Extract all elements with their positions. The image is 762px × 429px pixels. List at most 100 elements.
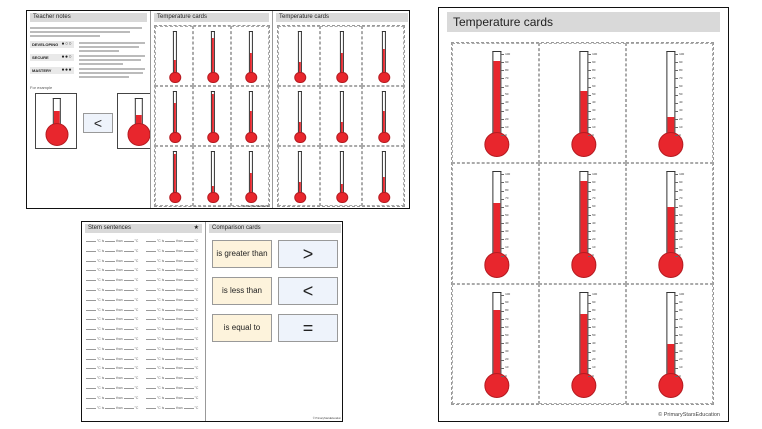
scale-tick <box>675 359 679 361</box>
scale-tick <box>501 102 505 104</box>
thermometer <box>336 91 348 143</box>
scale-label: 10 <box>592 245 596 250</box>
scale-tick <box>501 174 505 176</box>
thermometer-tube <box>210 91 216 135</box>
scale-label: 10 <box>505 124 509 129</box>
mercury-fill <box>340 183 344 195</box>
blank-line <box>86 327 96 331</box>
scale-label: 80 <box>592 308 596 313</box>
stem-word: °C <box>193 356 199 361</box>
stem-sentence-row: °C is than °C <box>86 327 138 331</box>
scale-tick <box>588 190 592 192</box>
scale-label: 80 <box>679 308 683 313</box>
blank-line <box>123 386 134 389</box>
blank-line <box>165 259 176 262</box>
stem-word: than <box>175 268 184 273</box>
scale-tick <box>675 294 679 296</box>
blank-line <box>105 239 116 242</box>
scale-tick <box>675 310 679 312</box>
scale-tick <box>588 319 592 321</box>
thermometer-card <box>278 146 320 206</box>
stem-word: °C <box>193 258 199 263</box>
copyright-text: © PrimaryStarsEducation <box>312 417 341 420</box>
stem-word: °C <box>133 278 139 283</box>
scale-label: 20 <box>592 116 596 121</box>
stem-sentence-row: °C is than °C <box>146 308 198 312</box>
stem-word: °C is <box>156 376 166 381</box>
blank-line <box>123 259 134 262</box>
stem-word: °C <box>193 376 199 381</box>
blank-line <box>105 347 116 350</box>
stem-word: °C <box>193 386 199 390</box>
scale-label: 90 <box>592 59 596 64</box>
stem-word: °C is <box>96 278 106 283</box>
stem-sentence-row: °C is than °C <box>146 357 198 361</box>
blank-line <box>86 357 96 360</box>
blank-line <box>146 298 156 301</box>
scale-tick <box>588 351 592 353</box>
scale-tick <box>501 343 505 345</box>
blank-line <box>105 249 116 252</box>
scale-tick <box>501 239 505 241</box>
blank-line <box>183 396 194 399</box>
stem-word: °C is <box>156 248 166 253</box>
stem-word: °C <box>133 405 139 410</box>
scale-label: 20 <box>505 357 509 362</box>
scale-tick <box>675 135 679 137</box>
scale-tick <box>675 94 679 96</box>
blank-line <box>105 357 116 360</box>
scale-label: 40 <box>592 340 596 345</box>
scale-label: 70 <box>679 196 683 201</box>
stem-word: °C is <box>96 239 106 243</box>
stem-sentence-row: °C is than °C <box>146 386 198 390</box>
scale-tick <box>588 343 592 345</box>
stem-word: °C <box>193 288 199 292</box>
blank-line <box>105 278 116 282</box>
thermometer-bulb <box>169 71 181 83</box>
stem-word: than <box>175 356 184 361</box>
blank-line <box>165 268 176 272</box>
stem-sentence-row: °C is than °C <box>86 249 138 253</box>
temp-cards-1-title: Temperature cards <box>154 13 269 22</box>
scale-tick <box>588 231 592 233</box>
scale-label: 0 <box>592 132 594 137</box>
mercury-fill <box>382 177 386 195</box>
stem-word: °C <box>133 327 139 332</box>
blank-line <box>165 376 176 380</box>
scale-tick <box>675 327 679 329</box>
stem-word: °C is <box>156 346 166 351</box>
scale-tick <box>588 359 592 361</box>
page-comparison-cards: Comparison cards is greater than > is le… <box>206 222 342 421</box>
card-greater-than-symbol: > <box>278 240 338 268</box>
stem-word: °C is <box>96 386 106 390</box>
stem-sentence-row: °C is than °C <box>146 347 198 351</box>
stem-word: than <box>175 376 184 381</box>
blank-line <box>105 268 116 272</box>
scale-tick <box>588 135 592 137</box>
scale-tick <box>588 367 592 369</box>
stem-word: °C is <box>96 376 106 381</box>
blank-line <box>146 337 156 340</box>
thermometer-card <box>362 86 404 146</box>
scale-label: 80 <box>505 67 509 72</box>
scale-tick <box>501 351 505 353</box>
scale-label: 10 <box>505 245 509 250</box>
scale-tick <box>675 335 679 337</box>
stem-word: °C <box>133 268 139 273</box>
page-teacher-notes: Teacher notes DEVELOPING●○○ SECURE●●○ MA… <box>27 11 151 208</box>
thermometer <box>207 31 219 83</box>
scale-label: 70 <box>679 75 683 80</box>
blank-line <box>123 298 134 301</box>
scale-tick <box>675 198 679 200</box>
mercury-fill <box>173 59 177 75</box>
blank-line <box>183 317 194 321</box>
thermometer-tube <box>248 31 254 75</box>
scale-tick <box>501 78 505 80</box>
stem-word: than <box>115 366 124 371</box>
thermometer <box>245 91 257 143</box>
scale-label: 10 <box>505 365 509 370</box>
stem-word: °C is <box>96 395 106 400</box>
